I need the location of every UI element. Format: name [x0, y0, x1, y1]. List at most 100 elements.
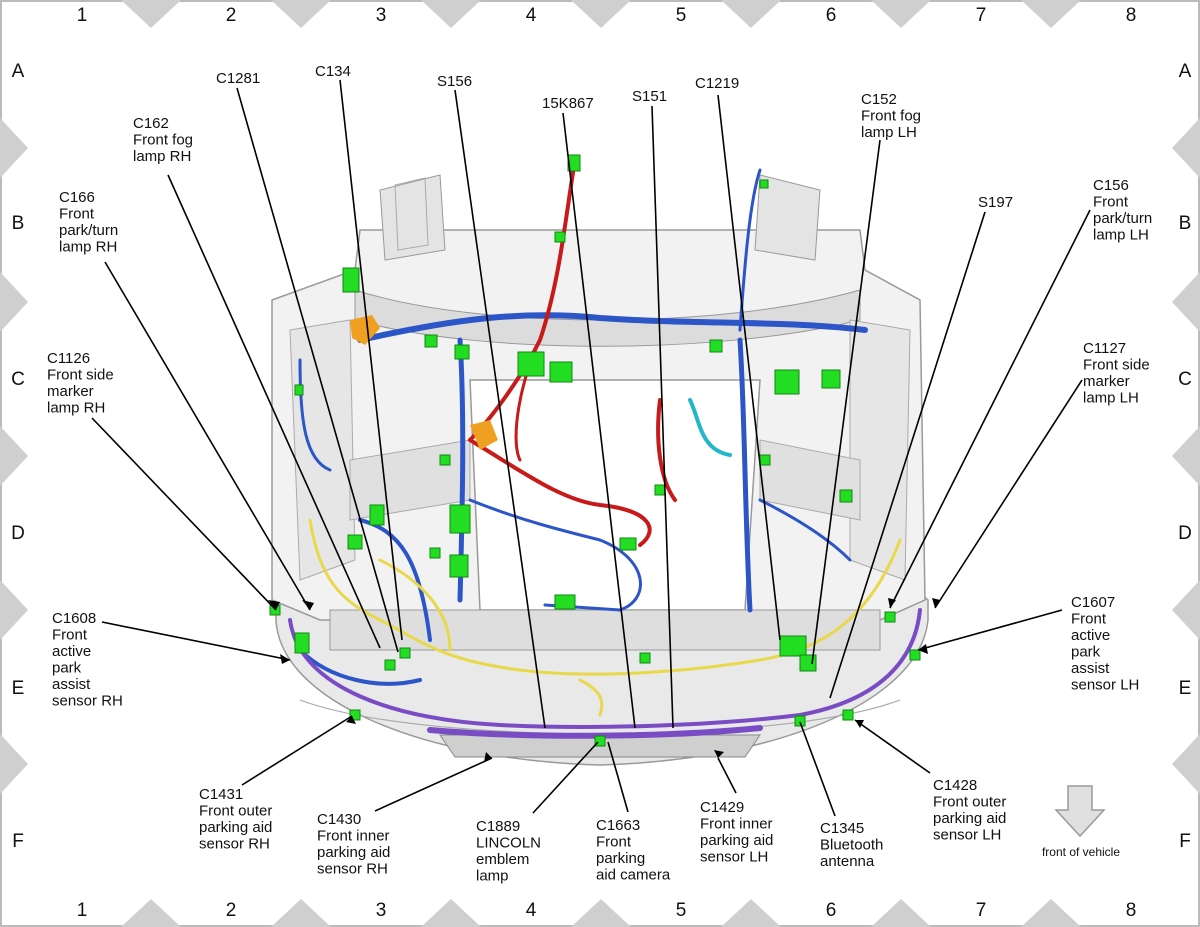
callout-s156: S156: [437, 73, 472, 90]
callout-line: LINCOLN: [476, 835, 541, 852]
callout-line: parking aid: [700, 832, 773, 849]
grid-column-label: 4: [526, 900, 537, 921]
callout-line: antenna: [820, 853, 875, 870]
callout-line: sensor LH: [1071, 677, 1139, 694]
callout-line: C1281: [216, 70, 260, 87]
callout-line: parking aid: [933, 810, 1006, 827]
callout-line: Front: [1071, 611, 1107, 628]
callout-line: marker: [1083, 373, 1130, 390]
callout-line: assist: [1071, 660, 1110, 677]
callout-line: lamp RH: [47, 400, 105, 417]
callout-line: Front side: [1083, 357, 1150, 374]
connectors: [269, 154, 921, 747]
callout-line: C1219: [695, 75, 739, 92]
callout-line: C1126: [47, 350, 90, 367]
callout-line: Front fog: [861, 108, 921, 125]
callout-line: Bluetooth: [820, 837, 883, 854]
grid-column-label: 3: [376, 5, 387, 26]
callout-c1281: C1281: [216, 70, 260, 87]
grid-row-label: A: [12, 61, 25, 82]
callout-line: Front: [1093, 194, 1129, 211]
callout-c134: C134: [315, 63, 351, 80]
callout-leaders: [91, 79, 1091, 817]
grid-column-label: 6: [826, 900, 837, 921]
callout-line: C1889: [476, 818, 520, 835]
callout-line: park: [1071, 644, 1101, 661]
callout-line: Front: [59, 206, 95, 223]
callout-line: emblem: [476, 851, 529, 868]
down-arrow-icon: [1054, 785, 1106, 838]
grid-column-label: 3: [376, 900, 387, 921]
callout-line: C152: [861, 91, 897, 108]
grid-column-label: 4: [526, 5, 537, 26]
callout-line: C1431: [199, 786, 243, 803]
callout-line: sensor RH: [317, 861, 388, 878]
callout-line: parking: [596, 850, 645, 867]
grid-row-label: E: [1179, 678, 1192, 699]
callout-line: lamp LH: [1083, 390, 1139, 407]
callout-line: C1663: [596, 817, 640, 834]
grid-column-label: 5: [676, 900, 687, 921]
callout-line: lamp RH: [133, 148, 191, 165]
callout-s197: S197: [978, 194, 1013, 211]
callout-line: marker: [47, 383, 94, 400]
callout-s151: S151: [632, 88, 667, 105]
grid-column-label: 7: [976, 900, 987, 921]
callout-line: lamp: [476, 868, 509, 885]
callout-15k867: 15K867: [542, 95, 594, 112]
callout-line: assist: [52, 676, 91, 693]
callout-line: S156: [437, 73, 472, 90]
grid-row-label: B: [1179, 213, 1192, 234]
callout-line: sensor LH: [933, 827, 1001, 844]
grid-column-label: 1: [77, 5, 88, 26]
grid-row-label: E: [12, 678, 25, 699]
callout-line: aid camera: [596, 867, 671, 884]
callout-line: parking aid: [317, 844, 390, 861]
callout-line: parking aid: [199, 819, 272, 836]
callout-line: lamp LH: [861, 124, 917, 141]
grid-row-label: A: [1179, 61, 1192, 82]
callout-line: sensor RH: [52, 693, 123, 710]
callout-line: lamp LH: [1093, 227, 1149, 244]
grid-row-label: B: [12, 213, 25, 234]
grid-column-label: 7: [976, 5, 987, 26]
callout-line: Front outer: [933, 794, 1006, 811]
callout-line: park/turn: [1093, 210, 1152, 227]
grid-row-label: F: [1179, 831, 1191, 852]
grid-row-label: D: [11, 523, 25, 544]
grid-column-label: 5: [676, 5, 687, 26]
callout-line: C156: [1093, 177, 1129, 194]
callout-line: active: [1071, 627, 1110, 644]
callout-line: sensor RH: [199, 836, 270, 853]
callout-line: S197: [978, 194, 1013, 211]
callout-line: Front: [52, 627, 88, 644]
grid-column-label: 2: [226, 5, 237, 26]
callout-line: Front outer: [199, 803, 272, 820]
callout-line: park/turn: [59, 222, 118, 239]
grid-column-label: 8: [1126, 5, 1137, 26]
callout-line: Front: [596, 834, 632, 851]
callout-line: lamp RH: [59, 239, 117, 256]
callout-line: C134: [315, 63, 351, 80]
callout-line: C162: [133, 115, 169, 132]
orange-brackets: [350, 315, 498, 450]
callout-line: 15K867: [542, 95, 594, 112]
